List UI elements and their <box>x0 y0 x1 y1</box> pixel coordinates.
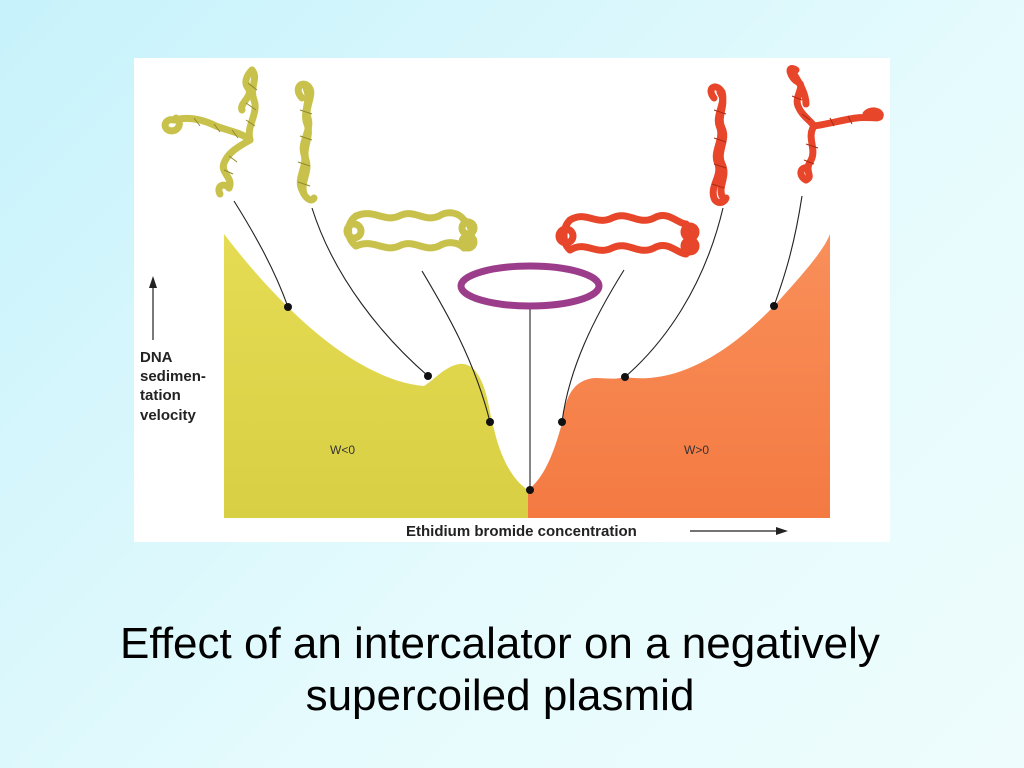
positively-supercoiled-branched-icon <box>786 65 884 184</box>
curve-point-2 <box>424 372 432 380</box>
region-right-label: W>0 <box>684 443 709 457</box>
negative-supercoil-region <box>224 234 528 518</box>
curve-point-4 <box>526 486 534 494</box>
intercalator-diagram: DNA sedimen- tation velocity W<0 W>0 Eth… <box>134 58 890 542</box>
relaxed-circle-icon <box>457 262 603 310</box>
partially-supercoiled-loop-icon <box>343 209 478 252</box>
y-axis-label: DNA sedimen- tation velocity <box>140 349 210 424</box>
y-axis-arrowhead <box>149 276 157 288</box>
caption-line-1: Effect of an intercalator on a negativel… <box>120 619 880 668</box>
caption-line-2: supercoiled plasmid <box>305 671 695 720</box>
leader-line-2 <box>311 207 429 377</box>
curve-point-6 <box>621 373 629 381</box>
curve-point-5 <box>558 418 566 426</box>
leader-line-3 <box>421 270 491 423</box>
region-left-label: W<0 <box>330 443 355 457</box>
x-axis-arrowhead <box>776 527 788 535</box>
positively-supercoiled-interwound-icon <box>707 83 730 206</box>
leader-line-5 <box>561 269 625 423</box>
curve-point-3 <box>486 418 494 426</box>
leader-line-6 <box>624 207 724 378</box>
curve-point-7 <box>770 302 778 310</box>
x-axis-label: Ethidium bromide concentration <box>406 523 637 540</box>
positively-supercoiled-loop-icon <box>555 212 700 258</box>
curve-point-1 <box>284 303 292 311</box>
leader-line-7 <box>773 195 803 307</box>
negatively-supercoiled-branched-icon <box>161 66 259 198</box>
positive-supercoil-region <box>528 234 830 518</box>
negatively-supercoiled-interwound-icon <box>294 80 318 204</box>
slide-caption: Effect of an intercalator on a negativel… <box>0 618 1000 722</box>
leader-line-1 <box>233 200 289 308</box>
